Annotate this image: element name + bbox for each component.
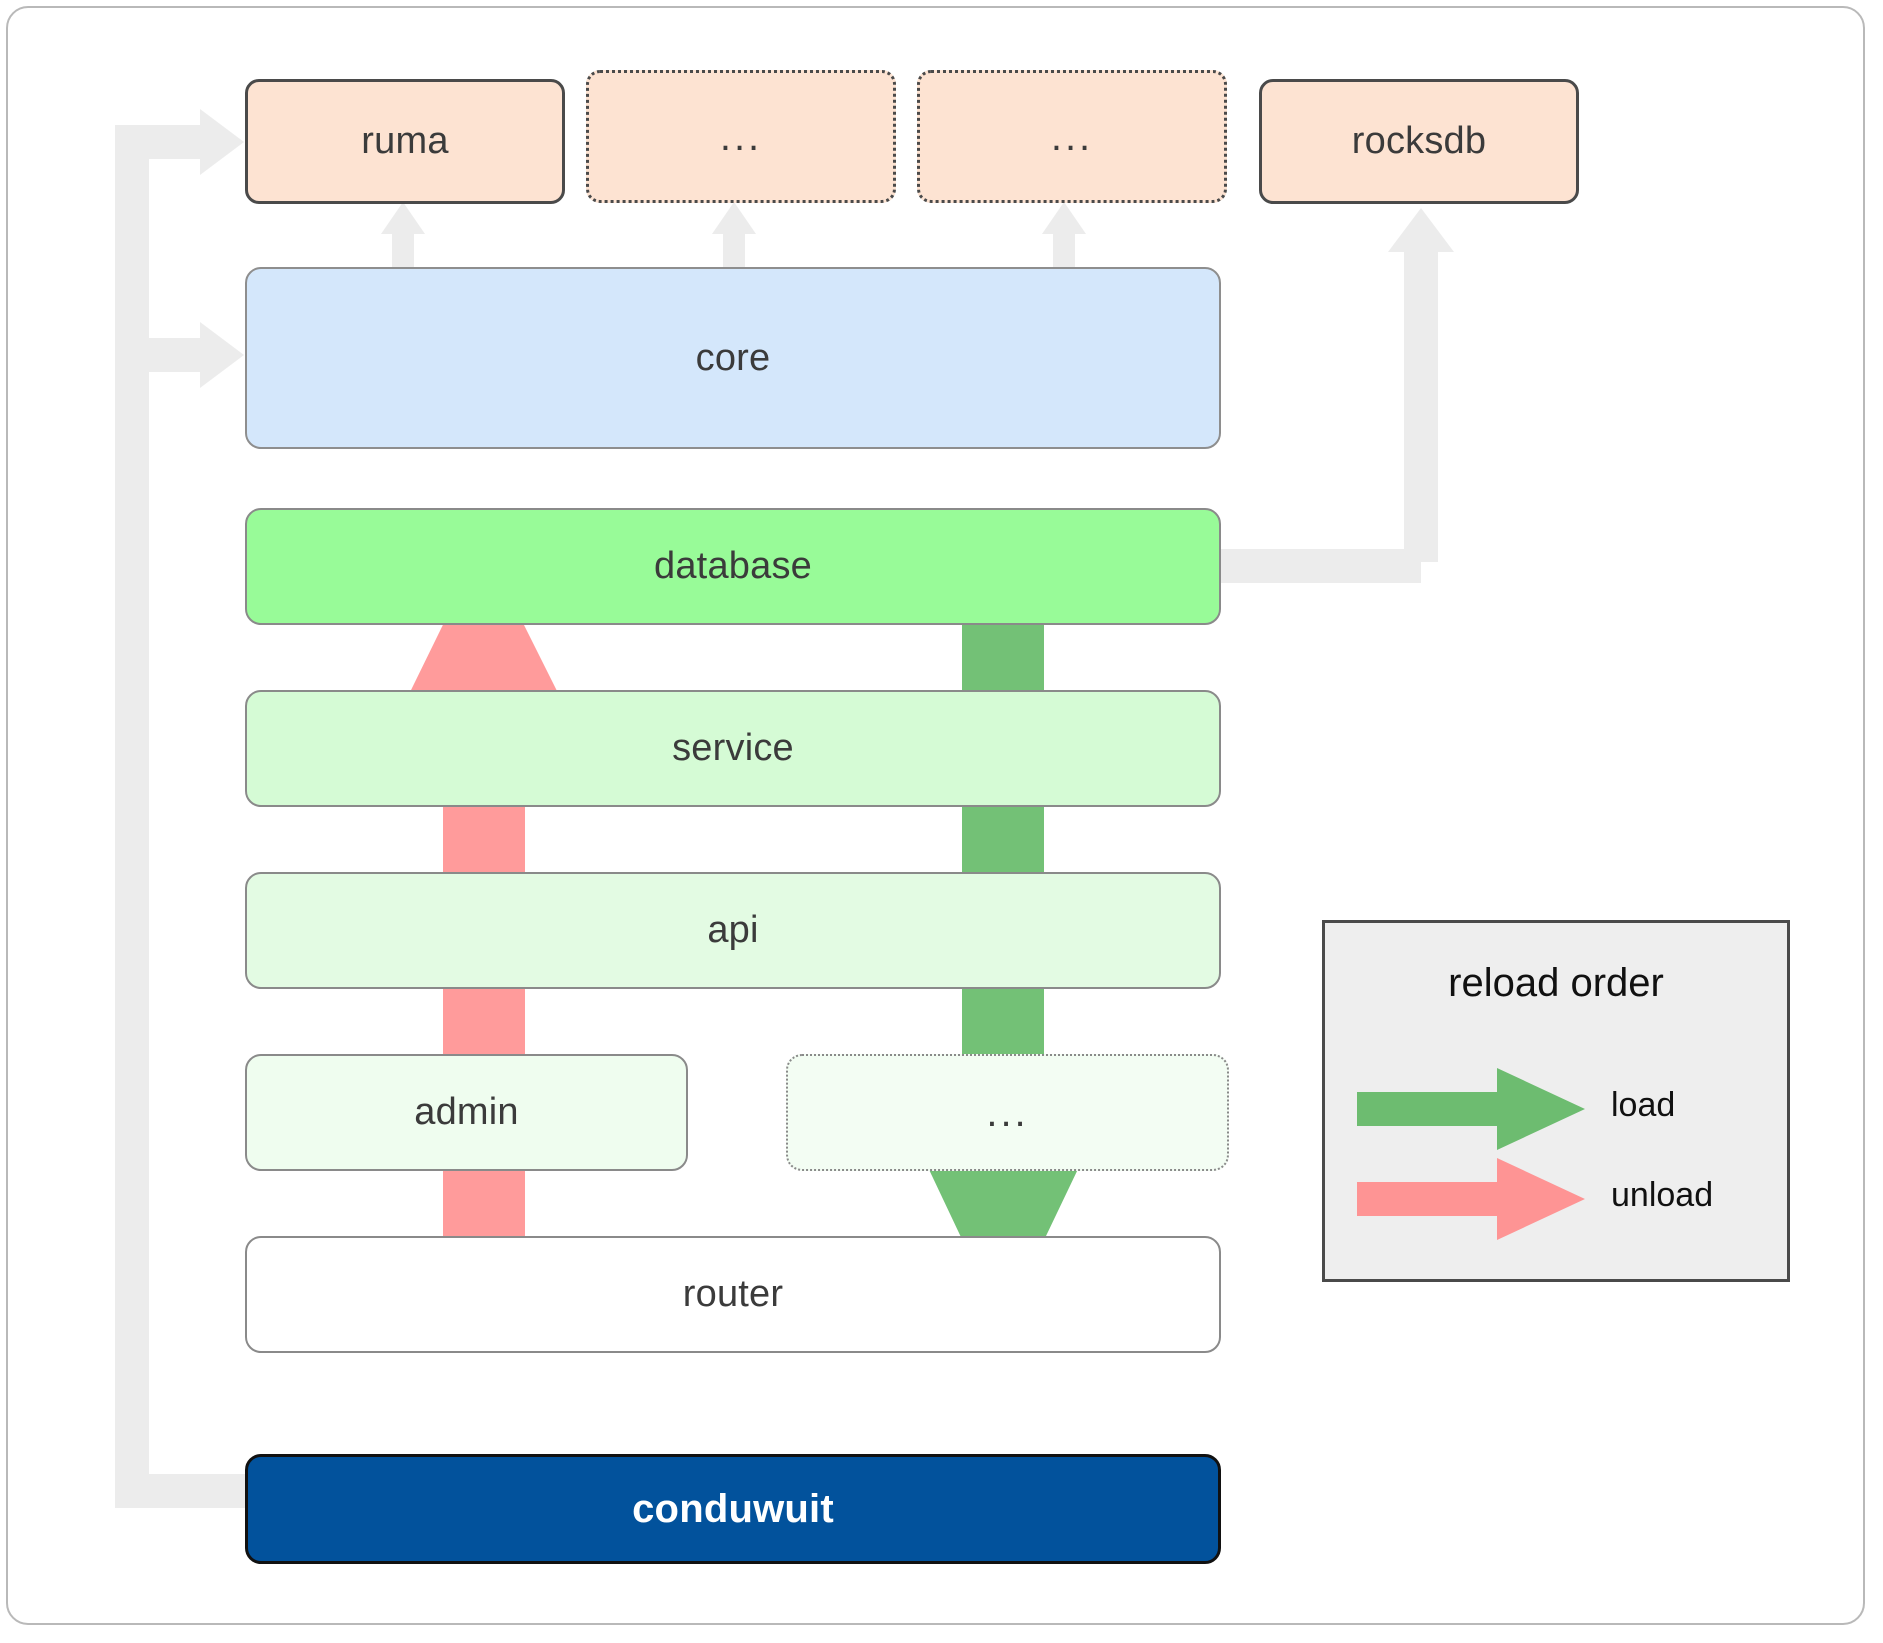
- connector-arm-database: [1221, 549, 1421, 583]
- node-admin[interactable]: admin: [245, 1054, 688, 1171]
- node-service-label: service: [672, 727, 794, 769]
- node-layer-ellipsis-label: ...: [986, 1090, 1029, 1135]
- connector-trunk-rocksdb: [1404, 252, 1438, 562]
- connector-arm-conduwuit: [115, 1474, 245, 1508]
- node-admin-label: admin: [414, 1091, 519, 1133]
- connector-core-to-ellipsis2-shaft: [1053, 225, 1075, 270]
- legend-load-arrow-icon: [1357, 1068, 1585, 1150]
- node-ellipsis-1-label: ...: [719, 114, 763, 159]
- connector-arrowhead-ruma: [200, 109, 244, 175]
- node-ruma-label: ruma: [361, 120, 449, 162]
- connector-arrowhead-core: [200, 322, 244, 388]
- node-service[interactable]: service: [245, 690, 1221, 807]
- legend-title: reload order: [1448, 961, 1664, 1005]
- connector-core-to-ellipsis1-head: [712, 202, 756, 234]
- node-ruma[interactable]: ruma: [245, 79, 565, 204]
- connector-core-to-ruma-head: [381, 202, 425, 234]
- node-conduwuit-label: conduwuit: [632, 1486, 834, 1531]
- node-layer-ellipsis[interactable]: ...: [786, 1054, 1229, 1171]
- node-rocksdb[interactable]: rocksdb: [1259, 79, 1579, 204]
- node-core-label: core: [695, 336, 771, 379]
- node-router[interactable]: router: [245, 1236, 1221, 1353]
- connector-core-to-ellipsis1-shaft: [723, 225, 745, 270]
- connector-arm-core: [115, 338, 213, 372]
- node-api-label: api: [707, 909, 759, 951]
- connector-core-to-ellipsis2-head: [1042, 202, 1086, 234]
- connector-core-to-ruma-shaft: [392, 225, 414, 270]
- legend-unload-label: unload: [1611, 1176, 1714, 1214]
- legend-load-label: load: [1611, 1086, 1676, 1124]
- node-ellipsis-2[interactable]: ...: [917, 70, 1227, 203]
- node-api[interactable]: api: [245, 872, 1221, 989]
- legend-box: reload order load unload: [1322, 920, 1790, 1282]
- connector-arrowhead-rocksdb: [1388, 208, 1454, 252]
- node-ellipsis-1[interactable]: ...: [586, 70, 896, 203]
- node-rocksdb-label: rocksdb: [1351, 120, 1487, 162]
- node-router-label: router: [682, 1273, 784, 1315]
- node-database-label: database: [654, 545, 812, 587]
- node-conduwuit[interactable]: conduwuit: [245, 1454, 1221, 1564]
- legend-unload-arrow-icon: [1357, 1158, 1585, 1240]
- node-ellipsis-2-label: ...: [1050, 114, 1094, 159]
- node-database[interactable]: database: [245, 508, 1221, 625]
- node-core[interactable]: core: [245, 267, 1221, 449]
- diagram-frame: [6, 6, 1865, 1625]
- connector-arm-ruma: [115, 125, 213, 159]
